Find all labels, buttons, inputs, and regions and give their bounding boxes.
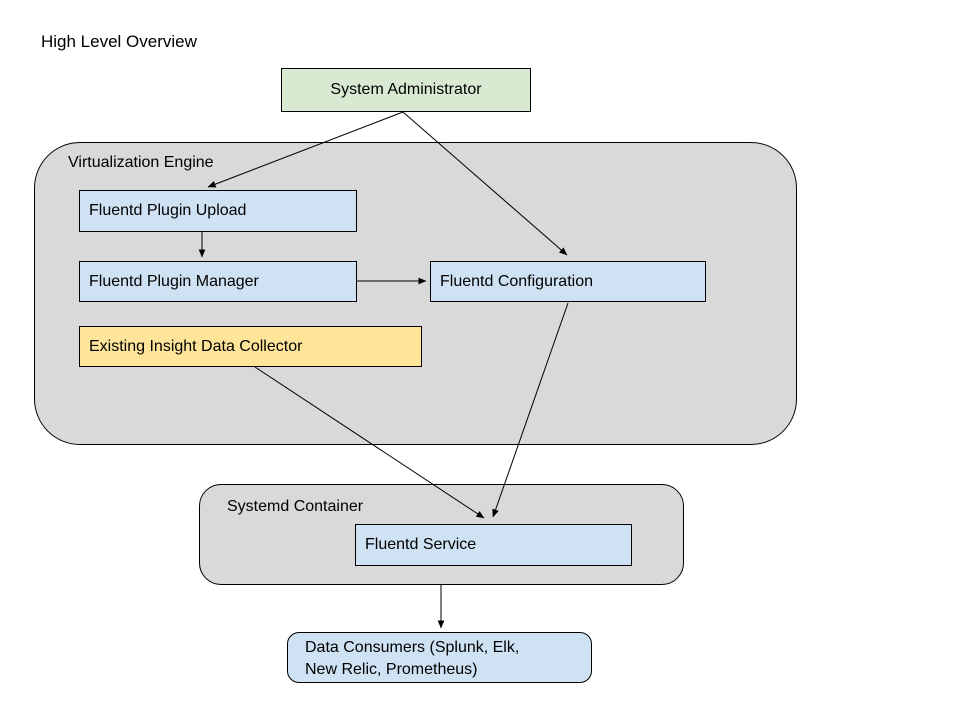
node-fluentd-plugin-upload: Fluentd Plugin Upload — [79, 190, 357, 232]
container-systemd-container-label: Systemd Container — [227, 498, 364, 515]
node-data-consumers-label-line1: Data Consumers (Splunk, Elk, — [305, 639, 520, 656]
node-system-administrator: System Administrator — [281, 68, 531, 112]
node-existing-insight-data-collector-label: Existing Insight Data Collector — [89, 337, 303, 355]
node-fluentd-configuration-label: Fluentd Configuration — [440, 272, 593, 290]
node-system-administrator-label: System Administrator — [330, 81, 482, 98]
node-fluentd-plugin-manager: Fluentd Plugin Manager — [79, 261, 357, 302]
node-fluentd-service-label: Fluentd Service — [365, 536, 477, 553]
diagram-title: High Level Overview — [41, 32, 197, 51]
node-data-consumers-label-line2: New Relic, Prometheus) — [305, 661, 478, 678]
node-fluentd-plugin-upload-label: Fluentd Plugin Upload — [89, 202, 247, 219]
node-fluentd-configuration: Fluentd Configuration — [430, 261, 706, 302]
node-data-consumers: Data Consumers (Splunk, Elk, New Relic, … — [287, 632, 592, 683]
node-fluentd-plugin-manager-label: Fluentd Plugin Manager — [89, 272, 259, 290]
container-virtualization-engine-label: Virtualization Engine — [68, 154, 214, 171]
node-fluentd-service: Fluentd Service — [355, 524, 632, 566]
node-existing-insight-data-collector: Existing Insight Data Collector — [79, 326, 422, 367]
